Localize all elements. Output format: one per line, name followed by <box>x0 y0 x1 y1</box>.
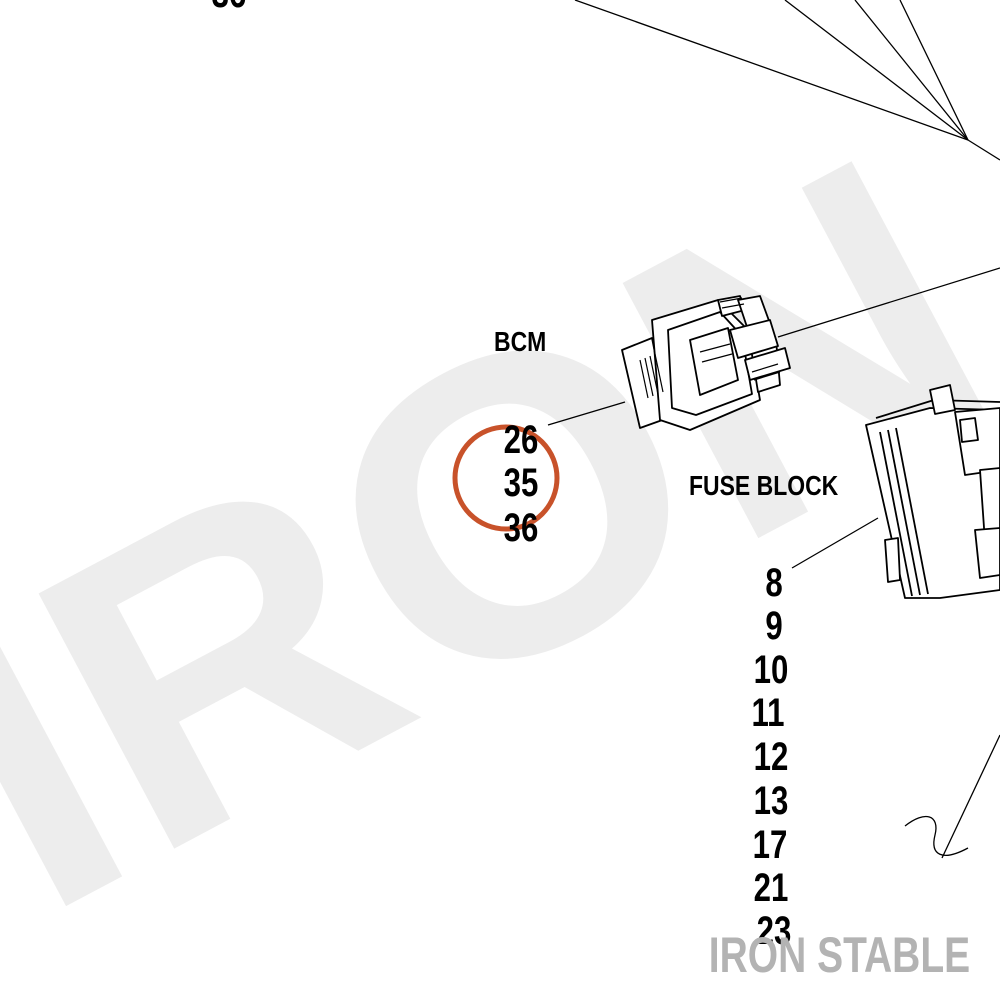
leader-line <box>854 0 969 141</box>
leader-line <box>899 0 969 141</box>
fuse-callout-9: 9 <box>765 604 783 648</box>
highlight-ring <box>452 424 560 532</box>
fuse-callout-8: 8 <box>765 561 783 605</box>
fuse-leader-line <box>791 517 879 569</box>
fuse-callout-12: 12 <box>753 735 789 779</box>
bcm-leader-line <box>547 401 626 426</box>
callout-top: 36 <box>198 0 260 14</box>
fuse-block <box>865 384 1000 599</box>
bcm-label: BCM <box>494 326 547 357</box>
fuse-callout-13: 13 <box>753 779 789 823</box>
fuse-callout-17: 17 <box>752 823 788 867</box>
fuse-callout-21: 21 <box>753 866 789 910</box>
brand-logo-text: IRON STABLE <box>708 927 970 983</box>
fuse-callout-23: 23 <box>756 909 792 953</box>
bcm-callout-36: 36 <box>503 506 539 550</box>
wire-line <box>941 734 1000 859</box>
leader-line <box>574 0 969 141</box>
bcm-callout-35: 35 <box>503 461 539 505</box>
leader-line <box>777 267 1000 338</box>
fuse-block-label: FUSE BLOCK <box>689 470 839 501</box>
fuse-callout-10: 10 <box>753 648 789 692</box>
bcm-connector <box>621 295 791 431</box>
leader-line <box>784 0 969 141</box>
bcm-callout-26: 26 <box>503 418 539 462</box>
leader-line <box>967 139 1000 161</box>
fuse-callout-11: 11 <box>751 691 785 735</box>
wire-squiggle <box>904 815 969 856</box>
